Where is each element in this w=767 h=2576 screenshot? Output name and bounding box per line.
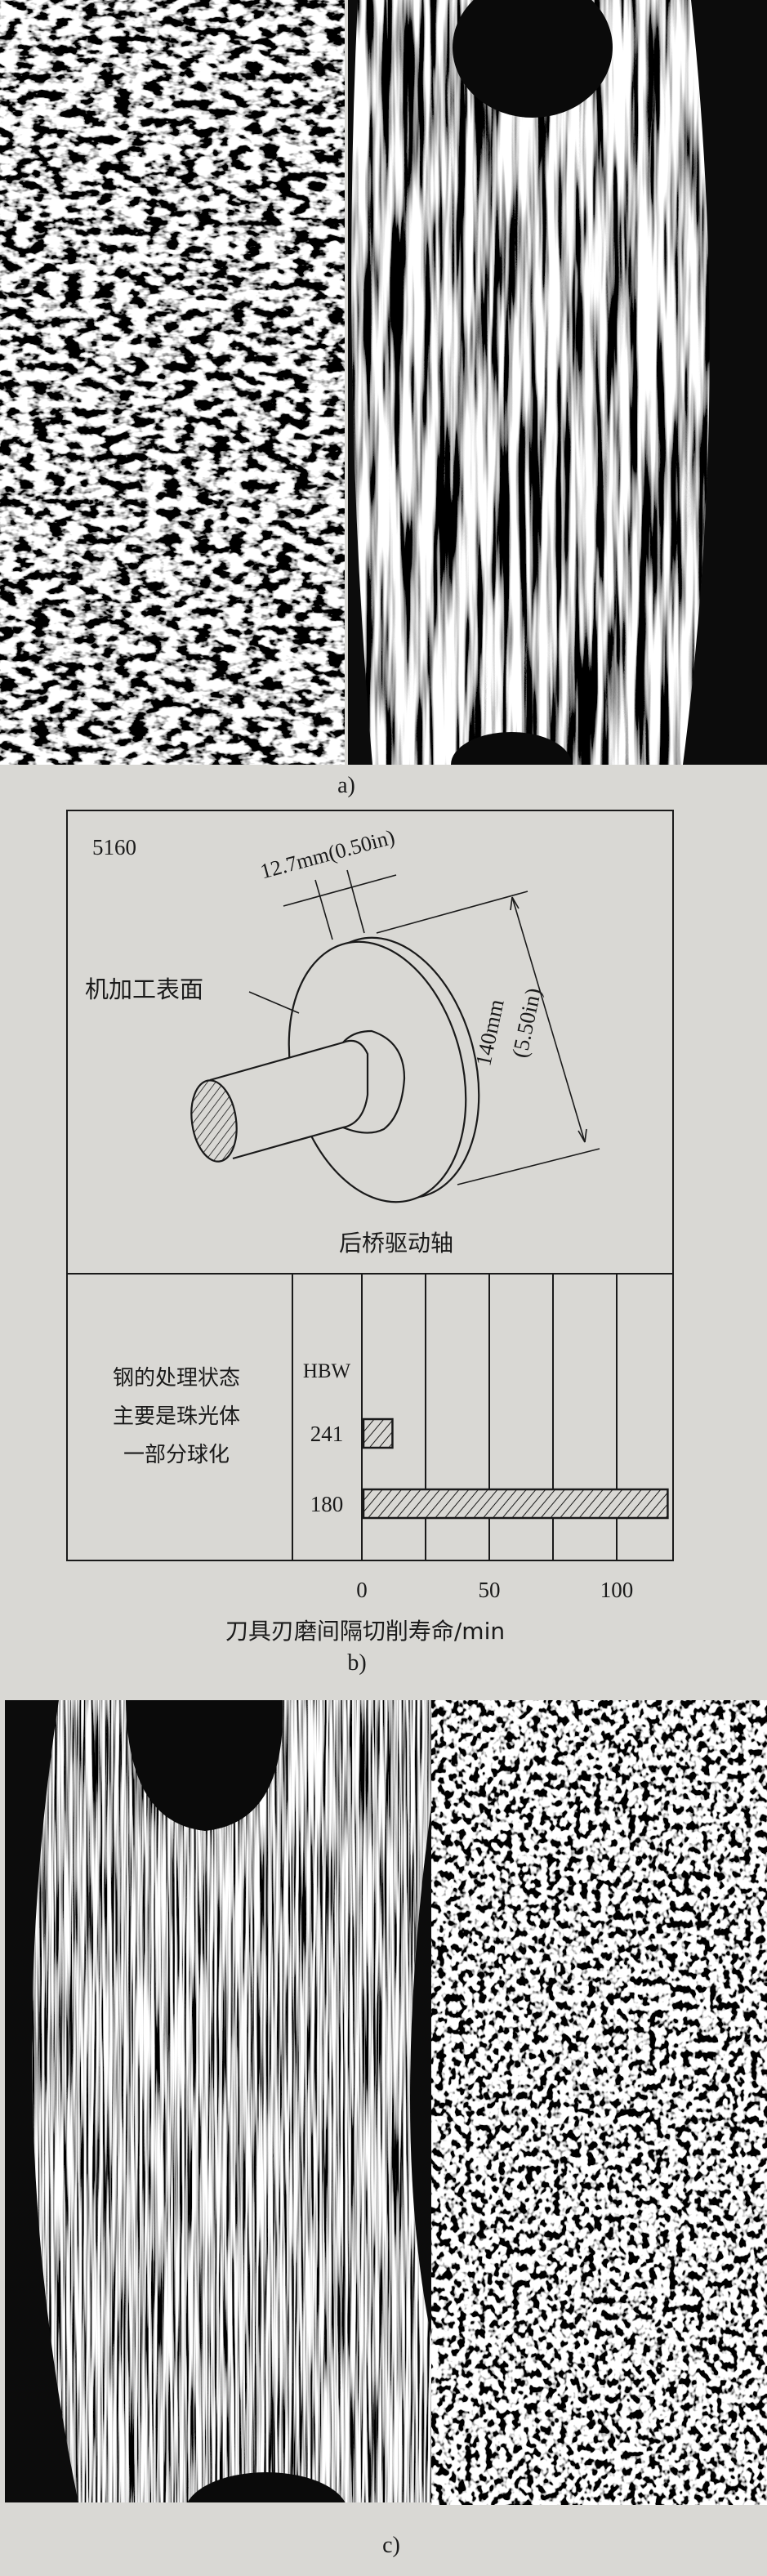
- tool-life-bar-chart: 0 50 100 HBW 241 180: [292, 1274, 669, 1602]
- caption-a: a): [337, 773, 355, 798]
- caption-c: c): [382, 2533, 400, 2558]
- shaft-hub: [342, 1029, 406, 1134]
- x-axis-title: 刀具刃磨间隔切削寿命/min: [225, 1618, 506, 1645]
- bar-241: [362, 1417, 394, 1449]
- figure-b-frame: [66, 810, 674, 1561]
- shaft-body: [209, 1039, 369, 1160]
- caption-b: b): [347, 1650, 367, 1676]
- condition-text: 钢的处理状态 主要是珠光体 一部分球化: [78, 1359, 274, 1475]
- figure-b-divider: [66, 1273, 674, 1275]
- part-name: 后桥驱动轴: [338, 1230, 454, 1257]
- shaft-end-section: [190, 1079, 238, 1163]
- macro-etch-c-left: [5, 1700, 431, 2502]
- bar-180: [362, 1488, 669, 1520]
- macro-etch-a-right: [348, 0, 767, 765]
- category-header: HBW: [303, 1360, 351, 1382]
- machined-surface-label: 机加工表面: [85, 975, 204, 1003]
- category-label: 180: [310, 1492, 344, 1516]
- condition-line: 主要是珠光体: [112, 1404, 240, 1429]
- category-label: 241: [310, 1422, 344, 1446]
- micrograph-c-right: [431, 1700, 767, 2505]
- x-tick-label: 0: [356, 1578, 368, 1602]
- condition-line: 一部分球化: [123, 1443, 230, 1467]
- condition-line: 钢的处理状态: [112, 1366, 240, 1391]
- micrograph-a-left: [0, 0, 345, 765]
- shaft-drawing: [190, 869, 600, 1203]
- steel-grade-label: 5160: [92, 835, 136, 859]
- x-tick-label: 50: [479, 1578, 501, 1602]
- x-tick-label: 100: [600, 1578, 634, 1602]
